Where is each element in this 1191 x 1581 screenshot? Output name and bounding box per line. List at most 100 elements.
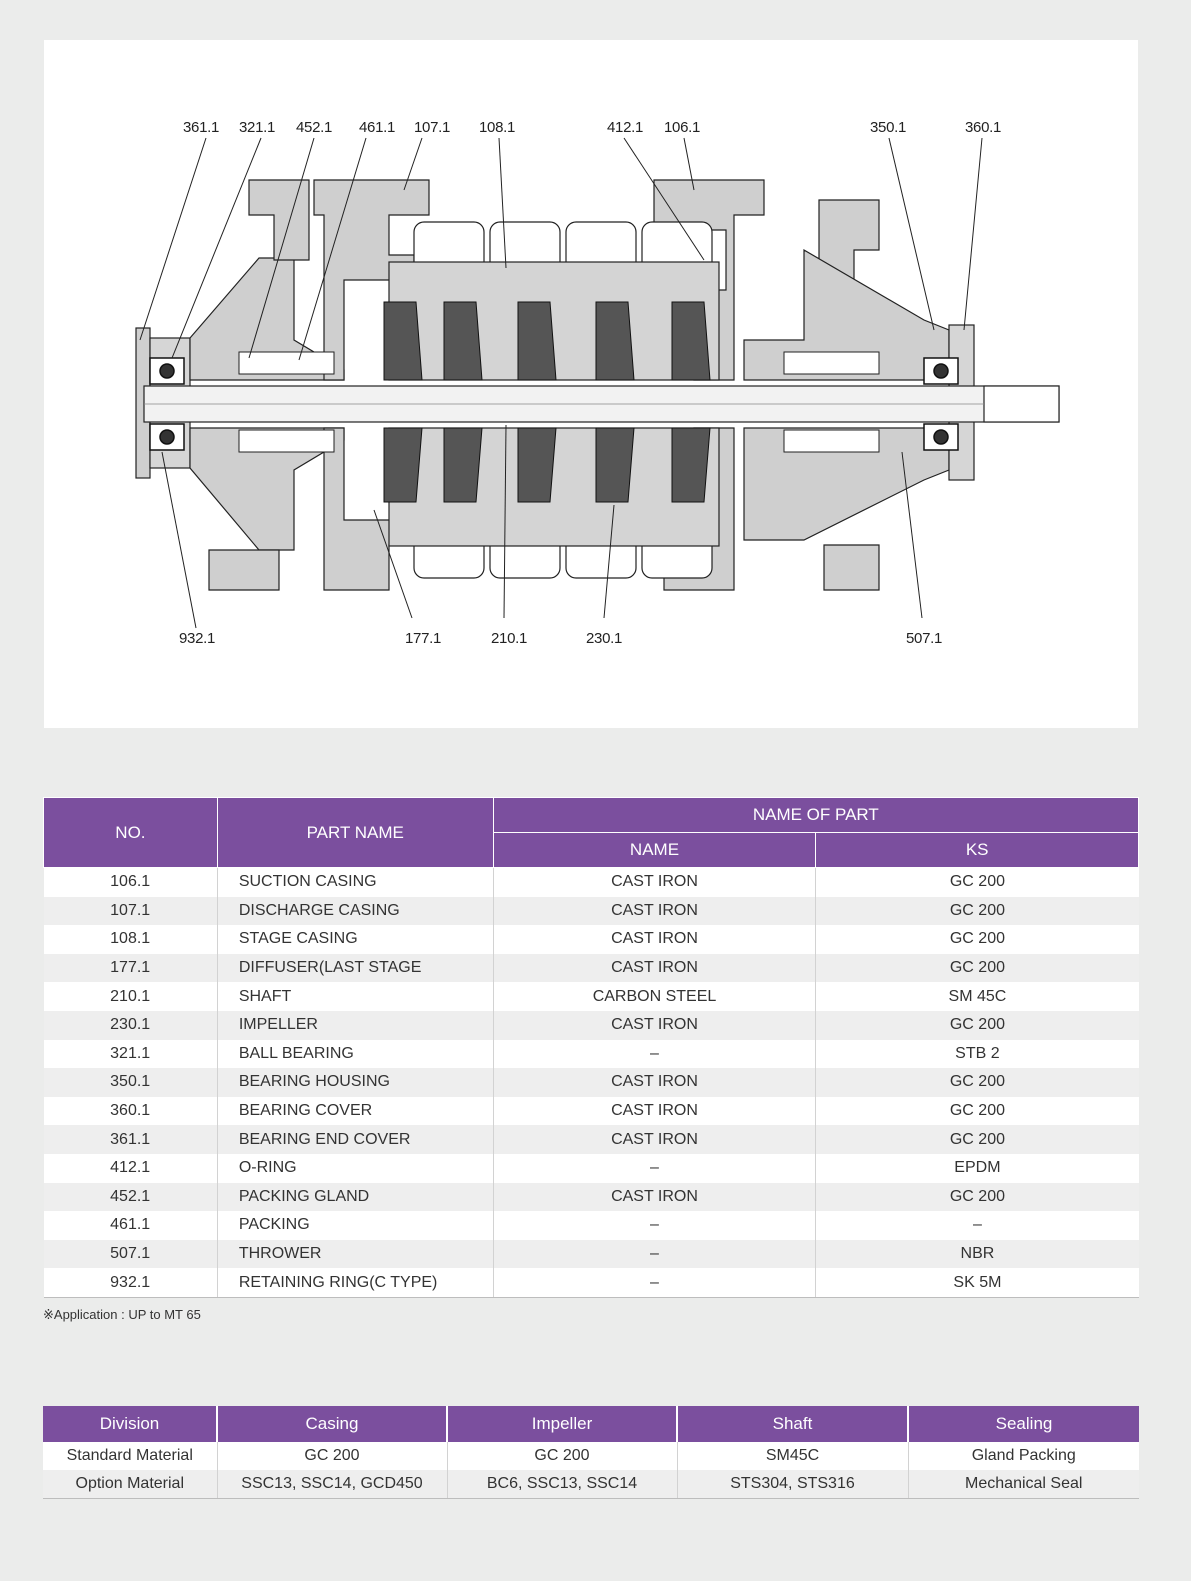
table-cell-no: 106.1	[43, 867, 218, 897]
table-cell-no: 177.1	[43, 953, 218, 983]
table-cell-ks: STB 2	[815, 1039, 1139, 1069]
table-cell-name: CAST IRON	[492, 896, 817, 926]
table-cell-name: CAST IRON	[492, 1125, 817, 1154]
table-cell-no: 350.1	[43, 1068, 218, 1097]
table-cell: SM45C	[676, 1442, 909, 1470]
table-cell-ks: SK 5M	[815, 1268, 1139, 1298]
table-cell-name: CAST IRON	[492, 1068, 817, 1097]
callout-108-1: 108.1	[479, 119, 516, 136]
table-cell-name: CAST IRON	[492, 1182, 817, 1212]
table-cell-no: 230.1	[43, 1010, 218, 1040]
parts-table: NO. PART NAME NAME OF PART NAME KS 106.1…	[43, 797, 1140, 1298]
callout-177-1: 177.1	[405, 630, 442, 647]
table-cell-name: CAST IRON	[492, 1010, 817, 1040]
callout-210-1: 210.1	[491, 630, 528, 647]
cross-section-drawing-panel: 361.1 321.1 452.1 461.1 107.1 108.1 412.…	[44, 40, 1138, 728]
table-cell-no: 360.1	[43, 1096, 218, 1126]
table-cell-name: –	[492, 1268, 817, 1298]
callout-230-1: 230.1	[586, 630, 623, 647]
table-cell-no: 361.1	[43, 1125, 218, 1154]
table-cell-ks: GC 200	[815, 1096, 1139, 1126]
impellers	[383, 301, 711, 503]
table-cell-ks: GC 200	[815, 1010, 1139, 1040]
table-cell: Standard Material	[43, 1442, 218, 1470]
table-cell-name: CARBON STEEL	[492, 982, 817, 1011]
application-note: ※Application : UP to MT 65	[43, 1307, 201, 1322]
table-cell-part: SHAFT	[216, 982, 494, 1011]
callout-361-1: 361.1	[183, 119, 220, 136]
table-cell-ks: GC 200	[815, 1068, 1139, 1097]
ball-bearings	[149, 357, 959, 451]
callout-461-1: 461.1	[359, 119, 396, 136]
header-ks: KS	[815, 832, 1139, 868]
table-cell: Option Material	[43, 1470, 218, 1499]
table-cell-ks: SM 45C	[815, 982, 1139, 1011]
table-cell: Mechanical Seal	[907, 1470, 1139, 1499]
header-impeller: Impeller	[446, 1406, 678, 1442]
table-cell-part: O-RING	[216, 1153, 494, 1183]
table-cell-no: 321.1	[43, 1039, 218, 1069]
table-cell-name: –	[492, 1239, 817, 1269]
table-cell: GC 200	[216, 1442, 448, 1470]
material-table: Division Casing Impeller Shaft Sealing S…	[43, 1406, 1139, 1499]
table-cell-part: PACKING GLAND	[216, 1182, 494, 1212]
table-cell-part: BALL BEARING	[216, 1039, 494, 1069]
table-cell-part: PACKING	[216, 1211, 494, 1240]
table-cell-part: BEARING HOUSING	[216, 1068, 494, 1097]
table-cell-no: 452.1	[43, 1182, 218, 1212]
table-cell-ks: GC 200	[815, 896, 1139, 926]
table-cell-no: 108.1	[43, 925, 218, 954]
table-cell: Gland Packing	[907, 1442, 1139, 1470]
callout-350-1: 350.1	[870, 119, 907, 136]
header-name-of-part: NAME OF PART	[492, 797, 1140, 833]
table-cell: GC 200	[446, 1442, 678, 1470]
table-cell-name: –	[492, 1153, 817, 1183]
table-cell-no: 412.1	[43, 1153, 218, 1183]
table-cell-part: RETAINING RING(C TYPE)	[216, 1268, 494, 1298]
table-cell-name: CAST IRON	[492, 953, 817, 983]
table-cell-name: –	[492, 1039, 817, 1069]
table-cell: STS304, STS316	[676, 1470, 909, 1499]
table-cell-no: 210.1	[43, 982, 218, 1011]
table-cell-no: 107.1	[43, 896, 218, 926]
table-cell-no: 461.1	[43, 1211, 218, 1240]
table-cell-name: CAST IRON	[492, 925, 817, 954]
table-cell-no: 932.1	[43, 1268, 218, 1298]
table-cell: SSC13, SSC14, GCD450	[216, 1470, 448, 1499]
table-cell-part: SUCTION CASING	[216, 867, 494, 897]
header-name: NAME	[492, 832, 817, 868]
table-cell-part: BEARING COVER	[216, 1096, 494, 1126]
callout-321-1: 321.1	[239, 119, 276, 136]
header-casing: Casing	[216, 1406, 448, 1442]
table-cell-part: STAGE CASING	[216, 925, 494, 954]
table-cell-part: IMPELLER	[216, 1010, 494, 1040]
table-cell-no: 507.1	[43, 1239, 218, 1269]
table-cell-name: CAST IRON	[492, 867, 817, 897]
table-cell-ks: GC 200	[815, 953, 1139, 983]
table-cell-part: BEARING END COVER	[216, 1125, 494, 1154]
callout-932-1: 932.1	[179, 630, 216, 647]
header-sealing: Sealing	[907, 1406, 1139, 1442]
callout-452-1: 452.1	[296, 119, 333, 136]
table-cell-ks: GC 200	[815, 1182, 1139, 1212]
table-cell-part: THROWER	[216, 1239, 494, 1269]
callout-106-1: 106.1	[664, 119, 701, 136]
table-cell-ks: GC 200	[815, 925, 1139, 954]
packing-glands	[238, 351, 880, 453]
